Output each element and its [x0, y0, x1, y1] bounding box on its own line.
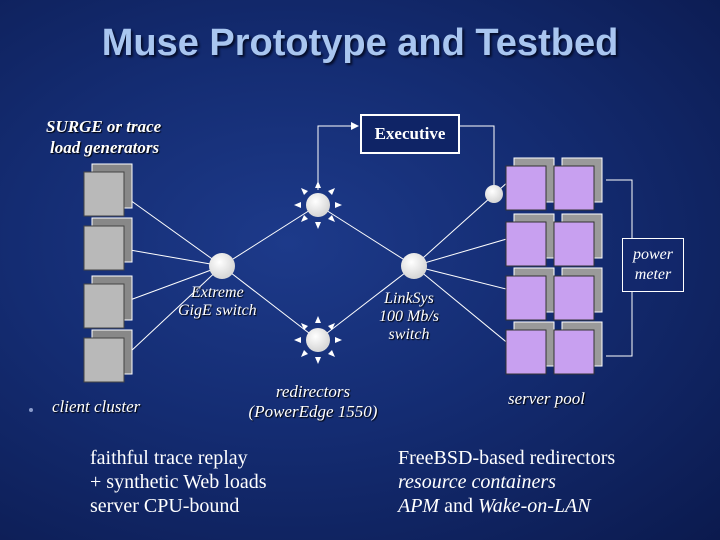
link-client-4: [129, 265, 223, 353]
link-linksys-server-4: [413, 265, 511, 346]
bullet-right-2: resource containers: [398, 471, 556, 493]
link-redirector-bottom-linksys: [317, 265, 415, 341]
server-machine-1: [505, 157, 555, 211]
bullet-left-2: + synthetic Web loads: [90, 471, 267, 493]
server-machine-3: [505, 213, 555, 267]
redirector-top: [294, 181, 342, 229]
redirectors-label: redirectors (PowerEdge 1550): [248, 382, 378, 421]
slide-title: Muse Prototype and Testbed: [101, 22, 619, 64]
server-pool: [505, 157, 603, 375]
server-machine-5: [505, 267, 555, 321]
redirector-bottom: [294, 316, 342, 364]
server-machine-6: [553, 267, 603, 321]
linksys-switch-node: [401, 253, 427, 279]
link-extreme-redirector-bottom: [221, 265, 319, 341]
link-client-2: [129, 249, 223, 267]
link-linksys-server-2: [413, 237, 511, 267]
executive-box: Executive: [360, 114, 460, 154]
links: [129, 122, 633, 357]
bullet-left-1: faithful trace replay: [90, 447, 248, 469]
bullet-dot: [29, 408, 33, 412]
extreme-switch-node: [209, 253, 235, 279]
client-machine-4: [83, 329, 133, 383]
link-linksys-server-3: [413, 265, 511, 291]
bullets-right: FreeBSD-based redirectors resource conta…: [398, 446, 615, 518]
server-machine-2: [553, 157, 603, 211]
link-executive-servers: [460, 125, 495, 192]
client-machine-1: [83, 163, 133, 217]
client-cluster-label: client cluster: [52, 397, 141, 416]
client-machine-3: [83, 275, 133, 329]
server-pool-label: server pool: [508, 389, 585, 408]
bullet-right-1: FreeBSD-based redirectors: [398, 447, 616, 469]
server-hub-node: [485, 185, 503, 203]
server-machine-4: [553, 213, 603, 267]
bullet-right-3: APM and Wake-on-LAN: [398, 495, 591, 517]
server-machine-7: [505, 321, 555, 375]
bullet-left-3: server CPU-bound: [90, 495, 240, 517]
link-client-3: [129, 265, 223, 301]
link-powermeter-bottom: [606, 292, 633, 357]
link-redirector-top-linksys: [317, 204, 415, 267]
extreme-switch-label: Extreme GigE switch: [178, 284, 257, 319]
client-machine-2: [83, 217, 133, 271]
link-powermeter-top: [606, 179, 633, 238]
load-generators-label: SURGE or trace load generators: [46, 117, 162, 157]
bullets-left: faithful trace replay + synthetic Web lo…: [90, 446, 267, 518]
link-executive-redirector: [317, 122, 359, 190]
link-client-1: [129, 199, 223, 267]
server-machine-8: [553, 321, 603, 375]
power-meter-box: power meter: [622, 238, 684, 292]
client-cluster: [83, 163, 133, 383]
link-extreme-redirector-top: [221, 204, 319, 267]
linksys-switch-label: LinkSys 100 Mb/s switch: [379, 290, 439, 343]
